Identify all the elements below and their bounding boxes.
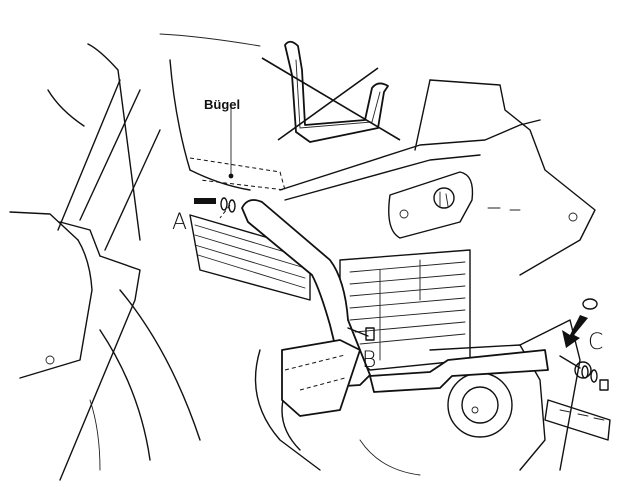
mount-point-b-label: B <box>362 348 377 373</box>
bolt-c <box>559 298 609 391</box>
mount-point-c-label: C <box>588 330 604 355</box>
mount-point-a-label: A <box>172 210 188 235</box>
cross-out-mark <box>261 57 401 141</box>
removed-bracket <box>284 40 389 143</box>
front-fork <box>9 43 161 481</box>
bugel-label: Bügel <box>204 97 241 112</box>
fuel-tank <box>159 33 596 276</box>
bolt-a <box>194 197 236 213</box>
footpeg <box>544 399 611 441</box>
side-cover <box>388 171 521 239</box>
crankcase <box>254 319 592 476</box>
front-fender <box>89 289 201 471</box>
bolt-b <box>347 327 375 341</box>
engine-guard-bar <box>219 199 549 417</box>
bugel-callout <box>189 107 286 191</box>
